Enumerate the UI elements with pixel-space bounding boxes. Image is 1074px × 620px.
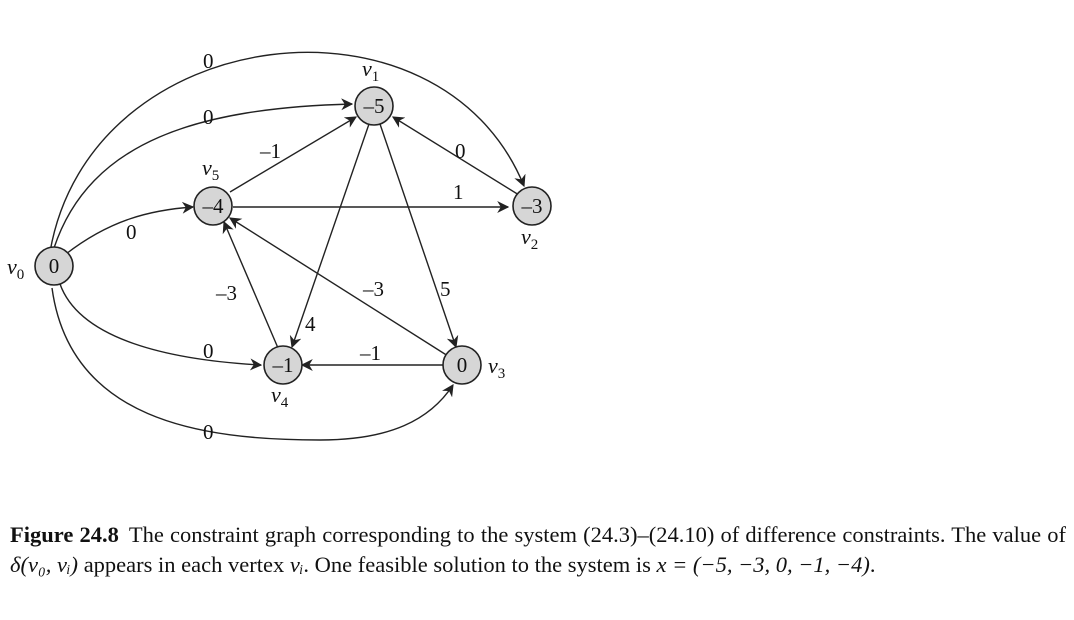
edge-v0-v3 bbox=[51, 287, 454, 441]
weight-v0-v3: 0 bbox=[203, 420, 214, 444]
caption-text-4: . bbox=[869, 552, 876, 577]
edge-v0-v4 bbox=[59, 283, 263, 371]
vertex-v0: 0 v0 bbox=[7, 246, 74, 286]
vertex-v1-label: v1 bbox=[362, 56, 379, 85]
vertex-v2-label: v2 bbox=[521, 224, 538, 253]
weight-v3-v4: –1 bbox=[359, 341, 381, 365]
edges bbox=[49, 51, 526, 441]
weight-v1-v4: 4 bbox=[305, 312, 316, 336]
weight-v0-v1: 0 bbox=[203, 105, 214, 129]
edge-v3-v5 bbox=[228, 217, 449, 357]
edge-v2-v1 bbox=[391, 116, 520, 196]
vertex-v2: –3 v2 bbox=[512, 186, 552, 253]
vertices: 0 v0 –5 v1 –3 v2 0 v3 –1 v4 –4 bbox=[7, 56, 552, 411]
vertex-v0-value: 0 bbox=[49, 254, 60, 278]
constraint-graph-diagram: 0 0 0 0 0 –1 0 1 4 5 –3 –3 –1 0 v0 –5 v1… bbox=[7, 49, 552, 444]
weight-v0-v5: 0 bbox=[126, 220, 137, 244]
weight-v3-v5: –3 bbox=[362, 277, 384, 301]
vertex-v5: –4 v5 bbox=[193, 155, 233, 226]
caption-solution-expression: x = (−5, −3, 0, −1, −4) bbox=[656, 552, 870, 577]
vertex-v3: 0 v3 bbox=[442, 345, 505, 385]
weight-v2-v1: 0 bbox=[455, 139, 466, 163]
caption-vertex-expression: vᵢ bbox=[289, 552, 304, 577]
edge-v1-v3 bbox=[379, 123, 459, 349]
caption-delta-expression: δ(v₀, vᵢ) bbox=[10, 552, 79, 577]
figure-label: Figure 24.8 bbox=[10, 522, 119, 547]
weight-v1-v3: 5 bbox=[440, 277, 451, 301]
caption-text-2: appears in each vertex bbox=[78, 552, 290, 577]
vertex-v4-value: –1 bbox=[272, 353, 294, 377]
weight-v0-v2: 0 bbox=[203, 49, 214, 73]
edge-v5-v1 bbox=[229, 116, 358, 193]
edge-weights: 0 0 0 0 0 –1 0 1 4 5 –3 –3 –1 bbox=[126, 49, 466, 444]
vertex-v4: –1 v4 bbox=[263, 345, 303, 411]
caption-text-3: . One feasible solution to the system is bbox=[303, 552, 657, 577]
weight-v5-v1: –1 bbox=[259, 139, 281, 163]
weight-v0-v4: 0 bbox=[203, 339, 214, 363]
weight-v5-v2: 1 bbox=[453, 180, 464, 204]
vertex-v4-label: v4 bbox=[271, 382, 289, 411]
vertex-v5-value: –4 bbox=[202, 194, 225, 218]
edge-v1-v4 bbox=[289, 123, 370, 349]
vertex-v1: –5 v1 bbox=[354, 56, 394, 126]
edge-v0-v5 bbox=[65, 201, 195, 255]
vertex-v0-label: v0 bbox=[7, 254, 24, 283]
figure-caption: Figure 24.8 The constraint graph correspo… bbox=[10, 520, 1066, 580]
edge-v0-v2 bbox=[49, 51, 526, 253]
vertex-v5-label: v5 bbox=[202, 155, 219, 184]
vertex-v3-value: 0 bbox=[457, 353, 468, 377]
vertex-v1-value: –5 bbox=[363, 94, 385, 118]
caption-text-1: The constraint graph corresponding to th… bbox=[128, 522, 1067, 547]
vertex-v2-value: –3 bbox=[521, 194, 543, 218]
edge-v0-v1 bbox=[53, 98, 354, 249]
edge-v4-v5 bbox=[222, 220, 279, 349]
weight-v4-v5: –3 bbox=[215, 281, 237, 305]
vertex-v3-label: v3 bbox=[488, 353, 505, 382]
